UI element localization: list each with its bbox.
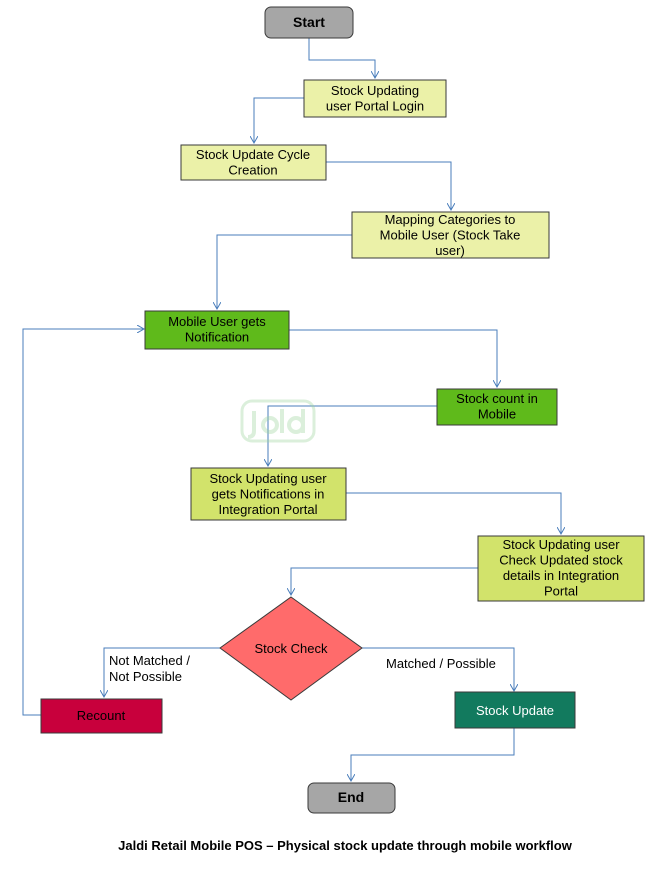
edges [22, 38, 561, 780]
mapping-line: user) [435, 243, 465, 258]
integration-notify-line: Stock Updating user [209, 471, 327, 486]
stock-check-decision: Stock Check [219, 596, 363, 701]
notify-shape [144, 310, 290, 350]
jaldi-watermark-logo [240, 399, 316, 443]
edge-check-to-decision [291, 567, 478, 594]
recount-step: Recount [40, 698, 163, 734]
stock-update-step: Stock Update [454, 691, 576, 729]
edge-notify-to-count [289, 329, 497, 386]
integration-notify-shape [190, 467, 347, 521]
mapping-line: Mapping Categories to [385, 212, 516, 227]
start-label: Start [293, 14, 325, 30]
not-matched-label-line: Not Matched / [109, 653, 190, 668]
end-terminal: End [307, 782, 396, 814]
edge-stock-update-to-end [351, 728, 515, 780]
edge-count-to-integration [268, 405, 437, 465]
end-line: End [338, 789, 364, 805]
matched-label: Matched / Possible [386, 656, 496, 671]
not-matched-label-line: Not Possible [109, 669, 182, 684]
login-shape [303, 79, 447, 118]
edge-cycle-to-mapping [326, 161, 451, 209]
start-shape [264, 6, 354, 39]
cycle-line: Stock Update Cycle [196, 147, 310, 162]
count-line: Mobile [478, 407, 516, 422]
edge-decision-to-stock-update [362, 647, 514, 690]
decision-shape [219, 596, 363, 701]
edge-decision-to-recount [104, 647, 222, 696]
stock-update-shape [454, 691, 576, 729]
not-matched-label: Not Matched /Not Possible [109, 653, 190, 684]
edge-recount-to-notify [22, 329, 143, 716]
count-line: Stock count in [456, 391, 538, 406]
stock-update-label: Stock Update [476, 703, 554, 718]
edge-integration-to-check [346, 492, 561, 533]
end-label: End [338, 789, 364, 805]
notify-line: Notification [185, 330, 249, 345]
check-details-line: Portal [544, 584, 578, 599]
cycle-shape [180, 144, 327, 181]
start-terminal: Start [264, 6, 354, 39]
cycle-line: Creation [228, 163, 277, 178]
edge-mapping-to-notify [217, 234, 352, 308]
diagram-caption: Jaldi Retail Mobile POS – Physical stock… [118, 838, 572, 853]
recount-label: Recount [77, 708, 126, 723]
login-line: user Portal Login [326, 99, 424, 114]
decision-label: Stock Check [255, 641, 328, 656]
check-details-line: details in Integration [503, 568, 619, 583]
end-shape [307, 782, 396, 814]
check-details-line: Check Updated stock [499, 553, 623, 568]
check-details-line: Stock Updating user [502, 537, 620, 552]
edge-login-to-cycle [254, 97, 304, 142]
mapping-shape [351, 211, 550, 259]
mapping-line: Mobile User (Stock Take [380, 228, 521, 243]
recount-shape [40, 698, 163, 734]
check-details-shape [477, 535, 645, 602]
recount-line: Recount [77, 708, 126, 723]
count-shape [436, 388, 558, 426]
stock-update-line: Stock Update [476, 703, 554, 718]
integration-notify-line: Integration Portal [218, 502, 317, 517]
integration-notify-line: gets Notifications in [212, 487, 325, 502]
login-line: Stock Updating [331, 83, 419, 98]
start-line: Start [293, 14, 325, 30]
notify-line: Mobile User gets [168, 314, 266, 329]
decision-line: Stock Check [255, 641, 328, 656]
edge-start-to-login [308, 38, 375, 77]
